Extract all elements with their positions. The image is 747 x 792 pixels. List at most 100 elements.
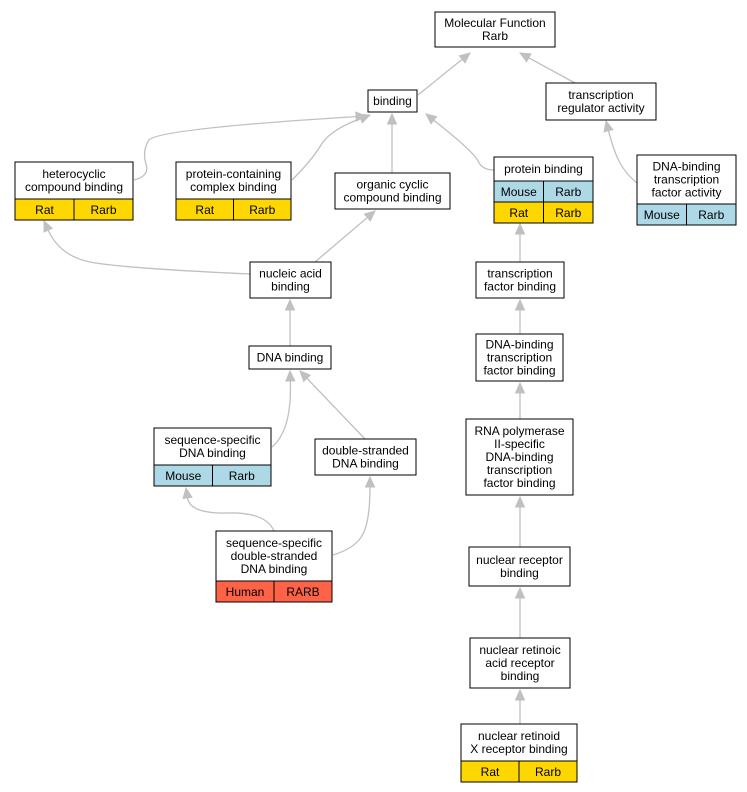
edge-sequence-specific-double-stranded-dna-binding-to-sequence-specific-dna-binding bbox=[182, 486, 275, 532]
node-box bbox=[367, 89, 418, 113]
node-label: transcription bbox=[487, 463, 552, 477]
edge-transcription-regulator-activity-to-molecular-function bbox=[518, 52, 576, 84]
node-label: organic cyclic bbox=[356, 178, 428, 192]
arrowhead bbox=[285, 369, 296, 382]
node-box bbox=[465, 418, 574, 496]
edge-double-stranded-dna-binding-to-dna-binding bbox=[299, 370, 366, 440]
node-box bbox=[545, 82, 657, 121]
node-label: transcription bbox=[487, 351, 552, 365]
node-label: factor binding bbox=[484, 280, 556, 294]
node-label: nuclear receptor bbox=[476, 553, 563, 567]
node-binding[interactable]: binding bbox=[367, 89, 418, 113]
annotation-gene: Rarb bbox=[90, 203, 116, 217]
edges-layer bbox=[43, 52, 638, 724]
edge-line bbox=[332, 486, 371, 556]
arrowhead bbox=[299, 370, 312, 383]
node-label: DNA binding bbox=[179, 446, 246, 460]
arrowhead bbox=[514, 222, 526, 235]
node-label: transcription bbox=[487, 267, 552, 281]
node-label: factor binding bbox=[483, 364, 555, 378]
node-label: Rarb bbox=[482, 29, 508, 43]
arrowhead bbox=[425, 113, 438, 125]
node-label: DNA binding bbox=[332, 457, 399, 471]
node-label: DNA-binding bbox=[485, 450, 553, 464]
arrowhead bbox=[514, 688, 526, 701]
edge-line bbox=[314, 216, 368, 263]
node-label: nucleic acid bbox=[259, 267, 322, 281]
node-label: transcription bbox=[654, 173, 719, 187]
annotation-gene: Rarb bbox=[555, 206, 581, 220]
annotation-cell bbox=[518, 760, 578, 783]
edge-sequence-specific-dna-binding-to-dna-binding bbox=[271, 369, 296, 448]
node-label: binding bbox=[500, 566, 539, 580]
edge-nuclear-retinoic-acid-receptor-binding-to-nuclear-receptor-binding bbox=[514, 586, 526, 638]
node-label: nuclear retinoic bbox=[479, 643, 560, 657]
arrowhead bbox=[514, 381, 526, 394]
node-label: DNA binding bbox=[241, 562, 308, 576]
edge-nuclear-retinoid-x-receptor-binding-to-nuclear-retinoic-acid-receptor-binding bbox=[514, 688, 526, 724]
node-label: transcription bbox=[568, 88, 633, 102]
arrowhead bbox=[514, 298, 526, 311]
annotation-species: Rat bbox=[35, 203, 54, 217]
arrowhead bbox=[284, 298, 296, 311]
edge-nucleic-acid-binding-to-heterocyclic-compound-binding bbox=[43, 219, 251, 275]
arrowhead bbox=[603, 119, 614, 133]
edge-line bbox=[417, 58, 463, 96]
annotation-gene: Rarb bbox=[555, 185, 581, 199]
node-label: acid receptor bbox=[485, 656, 554, 670]
node-label: factor binding bbox=[483, 476, 555, 490]
node-label: II-specific bbox=[494, 437, 545, 451]
node-rna-pol-ii-dna-binding-tf-binding[interactable]: RNA polymeraseII-specificDNA-bindingtran… bbox=[465, 418, 574, 496]
node-box bbox=[215, 530, 333, 582]
node-box bbox=[636, 154, 737, 205]
edge-organic-cyclic-compound-binding-to-binding bbox=[386, 112, 398, 173]
annotation-gene: Rarb bbox=[229, 469, 255, 483]
node-label: DNA-binding bbox=[652, 160, 720, 174]
node-box bbox=[314, 438, 417, 476]
node-box bbox=[468, 546, 571, 587]
annotation-cell bbox=[686, 203, 737, 226]
arrowhead bbox=[514, 495, 526, 508]
annotation-gene: RARB bbox=[286, 585, 319, 599]
annotation-gene: Rarb bbox=[535, 765, 561, 779]
node-label: X receptor binding bbox=[470, 742, 567, 756]
edge-rna-pol-ii-dna-binding-tf-binding-to-dna-binding-transcription-factor-binding bbox=[514, 381, 526, 419]
edge-dna-binding-to-nucleic-acid-binding bbox=[284, 298, 296, 346]
annotation-cell bbox=[543, 201, 594, 224]
annotation-species: Mouse bbox=[644, 208, 680, 222]
annotation-species: Rat bbox=[195, 203, 214, 217]
annotation-species: Human bbox=[226, 585, 265, 599]
node-label: RNA polymerase bbox=[474, 424, 564, 438]
edge-dna-binding-transcription-factor-binding-to-transcription-factor-binding bbox=[514, 298, 526, 334]
node-box bbox=[434, 11, 556, 48]
annotation-species: Rat bbox=[481, 765, 500, 779]
node-box bbox=[475, 261, 565, 299]
edge-line bbox=[133, 115, 357, 181]
node-dna-binding[interactable]: DNA binding bbox=[248, 345, 332, 370]
arrowhead bbox=[514, 586, 526, 599]
node-label: regulator activity bbox=[557, 101, 644, 115]
annotation-species: Mouse bbox=[165, 469, 201, 483]
edge-line bbox=[186, 497, 275, 532]
edge-line bbox=[306, 377, 366, 440]
annotation-cell bbox=[273, 580, 333, 603]
node-label: double-stranded bbox=[322, 444, 409, 458]
node-box bbox=[493, 156, 594, 182]
